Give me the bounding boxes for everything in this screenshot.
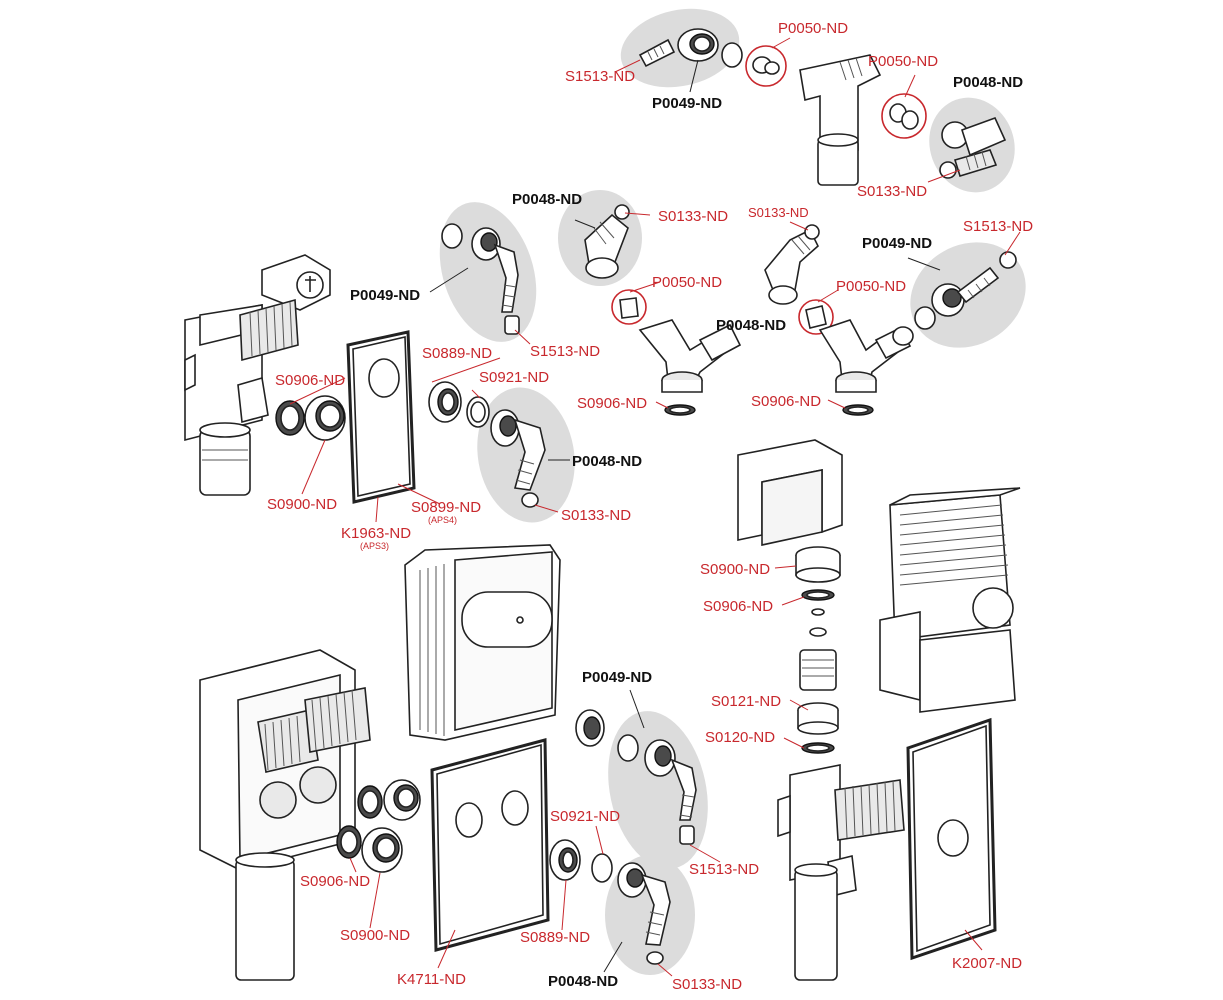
gasket-ring-top-1 xyxy=(745,45,787,87)
siphon-body-right xyxy=(777,764,905,981)
siphon-box-left xyxy=(184,254,331,496)
label-p0050-d: P0050-ND xyxy=(836,278,906,295)
clip-ring-right xyxy=(798,299,834,335)
cap-nut-s0900-right xyxy=(795,546,841,583)
nut-lower-1 xyxy=(575,709,605,747)
top-cluster xyxy=(638,28,1007,186)
part-labels: S1513-ND P0049-ND P0050-ND P0050-ND P004… xyxy=(267,20,1033,993)
union-nut-top xyxy=(677,28,719,62)
siphon-box-center xyxy=(404,544,561,741)
label-p0050-a: P0050-ND xyxy=(778,20,848,37)
blob-p0049-left xyxy=(439,202,537,342)
label-p0049-a: P0049-ND xyxy=(652,95,722,112)
label-aps3: (APS3) xyxy=(360,541,389,551)
mid-elbow-p0048 xyxy=(584,204,630,279)
washer-s0921-lower xyxy=(591,853,613,883)
label-p0048-e: P0048-ND xyxy=(548,973,618,990)
label-s0900-b: S0900-ND xyxy=(700,561,770,578)
label-s0121: S0121-ND xyxy=(711,693,781,710)
siphon-box-lower-left xyxy=(199,649,371,981)
elbow-top-right xyxy=(939,116,1007,179)
label-p0049-c: P0049-ND xyxy=(350,287,420,304)
washer-lower-2 xyxy=(617,734,639,762)
y-connector-right xyxy=(818,319,914,416)
label-s1513-c: S1513-ND xyxy=(530,343,600,360)
label-p0048-b: P0048-ND xyxy=(512,191,582,208)
cover-plate-k4711 xyxy=(430,738,550,952)
t-connector-top xyxy=(799,54,882,186)
cap-nut-left-upper xyxy=(304,395,346,441)
label-s1513-d: S1513-ND xyxy=(689,861,759,878)
label-s0900-c: S0900-ND xyxy=(340,927,410,944)
hose-nozzle-top xyxy=(638,38,676,68)
label-s0133-d: S0133-ND xyxy=(561,507,631,524)
label-p0048-d: P0048-ND xyxy=(572,453,642,470)
label-s0889-a: S0889-ND xyxy=(422,345,492,362)
insert-piece-right xyxy=(799,649,837,691)
cover-plate-k1963 xyxy=(346,330,416,504)
label-p0049-b: P0049-ND xyxy=(862,235,932,252)
label-s0906-b: S0906-ND xyxy=(577,395,647,412)
label-k4711: K4711-ND xyxy=(397,971,466,988)
label-s1513-a: S1513-ND xyxy=(565,68,635,85)
label-k2007: K2007-ND xyxy=(952,955,1022,972)
label-p0050-b: P0050-ND xyxy=(868,53,938,70)
gasket-ring-top-2 xyxy=(881,93,927,139)
label-k1963: K1963-ND xyxy=(341,525,411,542)
union-nut-left xyxy=(441,223,520,335)
label-p0048-a: P0048-ND xyxy=(953,74,1023,91)
label-s0120: S0120-ND xyxy=(705,729,775,746)
nut-s0889-lower xyxy=(549,839,581,881)
y-connector-left xyxy=(638,319,742,416)
washer-top-1 xyxy=(721,42,743,68)
label-s0889-b: S0889-ND xyxy=(520,929,590,946)
label-s0906-e: S0906-ND xyxy=(300,873,370,890)
label-p0049-d: P0049-ND xyxy=(582,669,652,686)
label-s0906-d: S0906-ND xyxy=(703,598,773,615)
cover-plate-k2007 xyxy=(906,717,997,961)
label-p0050-c: P0050-ND xyxy=(652,274,722,291)
elbow-p0048-bottom xyxy=(617,862,671,965)
label-s0900-a: S0900-ND xyxy=(267,496,337,513)
cap-nut-lower-left-1 xyxy=(383,779,421,821)
mid-elbow-second xyxy=(764,224,820,305)
label-s0899: S0899-ND xyxy=(411,499,481,516)
elbow-p0048-lower xyxy=(490,409,546,508)
label-s0921-a: S0921-ND xyxy=(479,369,549,386)
label-s0906-c: S0906-ND xyxy=(751,393,821,410)
label-s0133-b: S0133-ND xyxy=(658,208,728,225)
nut-s0889-upper xyxy=(428,381,462,423)
union-nut-bottom xyxy=(644,739,697,845)
union-nut-right xyxy=(914,251,1017,330)
label-p0048-c: P0048-ND xyxy=(716,317,786,334)
leader-lines xyxy=(289,37,1021,977)
label-s0133-e: S0133-ND xyxy=(672,976,742,993)
label-s0921-b: S0921-ND xyxy=(550,808,620,825)
nut-s0121 xyxy=(797,702,839,735)
label-s1513-b: S1513-ND xyxy=(963,218,1033,235)
label-aps4: (APS4) xyxy=(428,515,457,525)
siphon-hood-right xyxy=(737,439,843,546)
clip-ring-left xyxy=(611,289,647,325)
label-s0133-a: S0133-ND xyxy=(857,183,927,200)
label-s0133-c: S0133-ND xyxy=(748,205,809,220)
cap-nut-lower-left-2 xyxy=(361,827,403,873)
siphon-box-right-large xyxy=(879,487,1021,713)
label-s0906-a: S0906-ND xyxy=(275,372,345,389)
